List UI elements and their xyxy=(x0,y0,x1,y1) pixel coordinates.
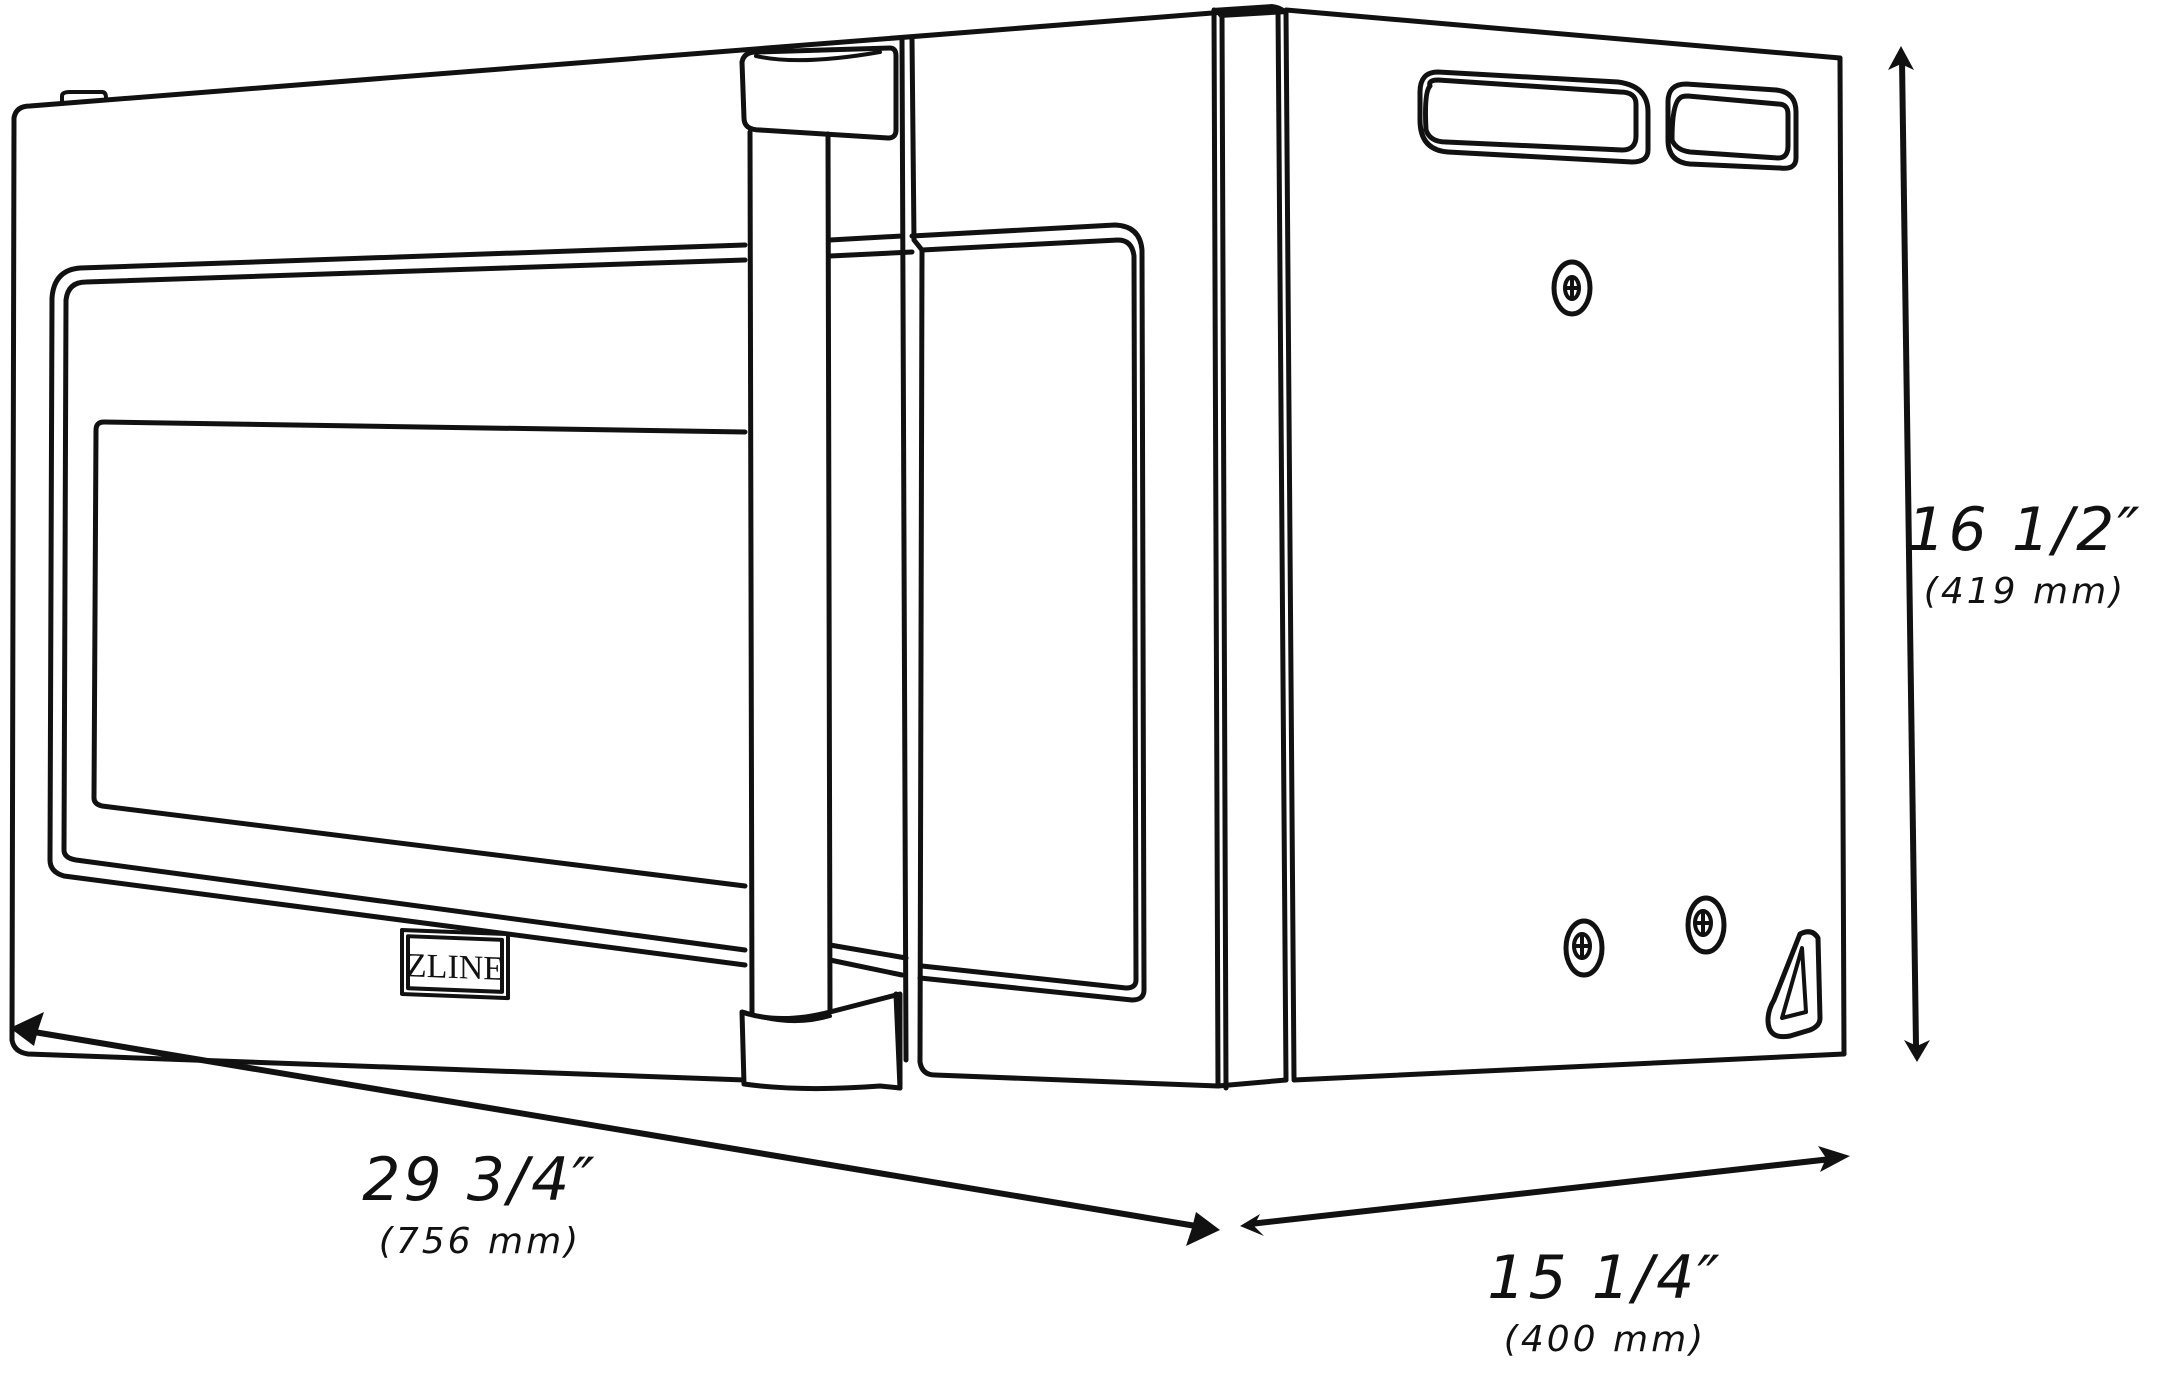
mounting-screw-bottom-right xyxy=(1685,895,1727,955)
door-handle xyxy=(739,45,903,1092)
cabinet-corner-column xyxy=(1211,4,1297,1091)
mounting-screw-top xyxy=(1551,259,1593,317)
svg-text:ZLINE: ZLINE xyxy=(406,947,504,988)
width-imperial-value: 29 3/4″ xyxy=(362,1145,598,1215)
zline-logo-badge: ZLINE xyxy=(400,927,510,1001)
microwave-side-panel xyxy=(1283,7,1847,1083)
width-dimension-label: 29 3/4″ (756 mm) xyxy=(345,1150,615,1260)
depth-imperial-value: 15 1/4″ xyxy=(1487,1243,1723,1313)
height-imperial-value: 16 1/2″ xyxy=(1907,495,2143,565)
side-vent-large xyxy=(1417,69,1651,165)
door-window-frame-left xyxy=(47,242,748,968)
height-dimension-arrow xyxy=(1888,46,1930,1062)
depth-metric-value: (400 mm) xyxy=(1503,1319,1707,1360)
width-dimension-arrow xyxy=(10,1012,1220,1246)
door-right-section xyxy=(827,35,1221,1089)
mounting-screw-bottom-left xyxy=(1563,918,1605,978)
width-metric-value: (756 mm) xyxy=(378,1221,582,1262)
side-vent-small xyxy=(1665,81,1799,171)
depth-dimension-label: 15 1/4″ (400 mm) xyxy=(1455,1248,1755,1358)
side-triangle-cutout xyxy=(1765,929,1823,1040)
microwave-front-body xyxy=(9,9,1228,1083)
depth-dimension-arrow xyxy=(1240,1146,1850,1236)
height-dimension-label: 16 1/2″ (419 mm) xyxy=(1895,500,2155,610)
height-metric-value: (419 mm) xyxy=(1923,571,2127,612)
